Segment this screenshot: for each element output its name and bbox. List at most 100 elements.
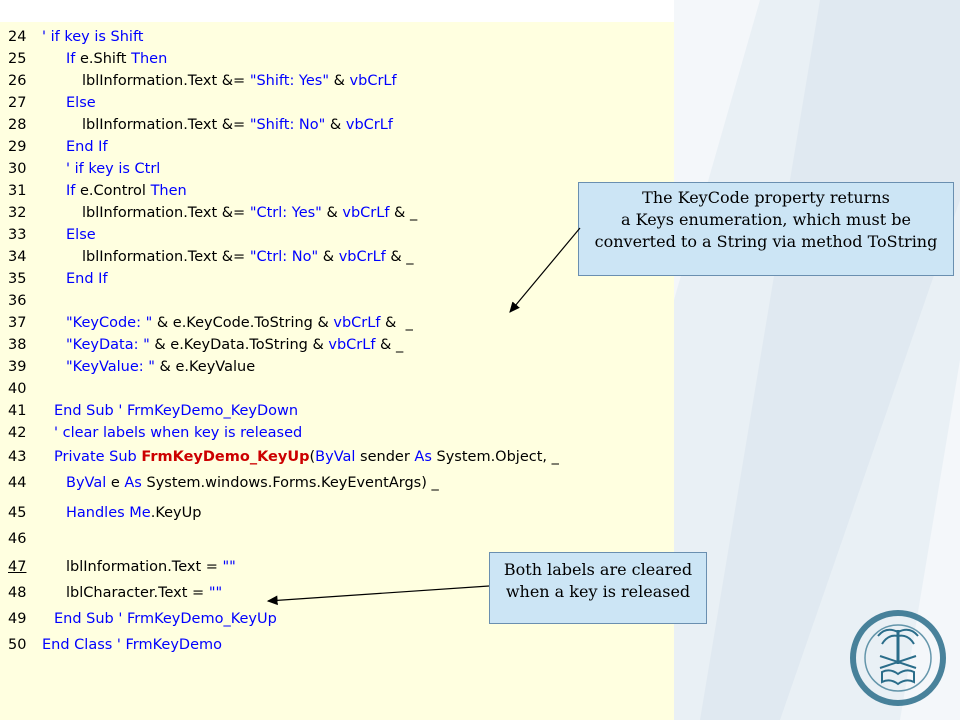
code-token: ByVal [315, 449, 356, 465]
code-token: FrmKeyDemo_KeyUp [141, 449, 310, 465]
line-number: 24 [8, 29, 27, 45]
code-token: Else [66, 227, 96, 243]
line-number: 30 [8, 161, 27, 177]
code-token: ( [309, 449, 316, 465]
line-number: 45 [8, 505, 27, 521]
code-token: Else [66, 95, 96, 111]
code-token: "" [208, 585, 223, 601]
code-text: lblInformation.Text &= "Shift: Yes" & vb… [82, 73, 397, 89]
code-token: e.Shift [75, 51, 132, 67]
labels-cleared-callout: Both labels are cleared when a key is re… [489, 552, 707, 624]
code-token: System.Object, _ [431, 449, 559, 465]
code-line: 46 [8, 528, 42, 550]
code-token: ' FrmKeyDemo [112, 637, 223, 653]
code-token: & e.KeyCode.ToString & [152, 315, 334, 331]
callout-line: when a key is released [505, 582, 691, 601]
code-token: "Ctrl: Yes" [249, 205, 322, 221]
code-line: 30 ' if key is Ctrl [8, 158, 160, 180]
line-number: 41 [8, 403, 27, 419]
code-token: vbCrLf [333, 315, 381, 331]
code-line: 45 Handles Me.KeyUp [8, 502, 201, 524]
line-number: 43 [8, 449, 27, 465]
code-line: 33 Else [8, 224, 96, 246]
code-line: 24 ' if key is Shift [8, 26, 143, 48]
code-token: lblInformation.Text &= [82, 205, 250, 221]
line-number: 33 [8, 227, 27, 243]
line-number: 46 [8, 531, 27, 547]
code-token: "KeyValue: " [66, 359, 155, 375]
code-token: If [66, 51, 76, 67]
code-token: ' clear labels when key is released [54, 425, 303, 441]
code-token: e [106, 475, 125, 491]
code-line: 44 ByVal e As System.windows.Forms.KeyEve… [8, 472, 439, 494]
code-token: & _ [389, 205, 418, 221]
code-token: vbCrLf [342, 205, 390, 221]
code-token: lblInformation.Text &= [82, 73, 250, 89]
code-line: 50 End Class ' FrmKeyDemo [8, 634, 222, 656]
code-text: "KeyCode: " & e.KeyCode.ToString & vbCrL… [66, 315, 413, 331]
callout-line: The KeyCode property returns [642, 188, 890, 207]
code-text: End If [66, 271, 108, 287]
line-number: 25 [8, 51, 27, 67]
callout-line: Both labels are cleared [503, 560, 693, 579]
line-number: 39 [8, 359, 27, 375]
line-number: 32 [8, 205, 27, 221]
line-number: 48 [8, 585, 27, 601]
code-line: 42' clear labels when key is released [8, 422, 302, 444]
code-line: 38"KeyData: " & e.KeyData.ToString & vbC… [8, 334, 403, 356]
line-number: 49 [8, 611, 27, 627]
code-token: End Class [42, 637, 113, 653]
code-token: & [318, 249, 339, 265]
code-text: lblCharacter.Text = "" [66, 585, 222, 601]
code-text: End Sub ' FrmKeyDemo_KeyDown [54, 403, 298, 419]
code-line: 34 lblInformation.Text &= "Ctrl: No" & vb… [8, 246, 414, 268]
code-token: lblInformation.Text &= [82, 117, 250, 133]
line-number: 37 [8, 315, 27, 331]
code-text: Else [66, 227, 96, 243]
code-token: & [329, 73, 350, 89]
code-token: ' FrmKeyDemo_KeyUp [113, 611, 277, 627]
code-token: Handles Me [66, 505, 151, 521]
code-text: lblInformation.Text &= "Ctrl: No" & vbCr… [82, 249, 414, 265]
code-text: lblInformation.Text = "" [66, 559, 236, 575]
code-text: lblInformation.Text &= "Ctrl: Yes" & vbC… [82, 205, 417, 221]
code-token: If [66, 183, 76, 199]
line-number: 36 [8, 293, 27, 309]
line-number: 50 [8, 637, 27, 653]
code-line: 48 lblCharacter.Text = "" [8, 582, 222, 604]
line-number: 44 [8, 475, 27, 491]
line-number: 29 [8, 139, 27, 155]
code-text: ' clear labels when key is released [54, 425, 302, 441]
code-token: "Shift: No" [249, 117, 326, 133]
code-token: & [321, 205, 343, 221]
code-token: & e.KeyValue [154, 359, 256, 375]
code-text: ' if key is Shift [42, 29, 143, 45]
code-token: sender [355, 449, 415, 465]
code-text: "KeyData: " & e.KeyData.ToString & vbCrL… [66, 337, 403, 353]
code-line: 39 "KeyValue: " & e.KeyValue [8, 356, 255, 378]
code-line: 37 "KeyCode: " & e.KeyCode.ToString & vbC… [8, 312, 413, 334]
code-token: "Ctrl: No" [249, 249, 319, 265]
code-token: & _ [375, 337, 404, 353]
code-token: lblInformation.Text = [66, 559, 223, 575]
line-number: 31 [8, 183, 27, 199]
code-token: & _ [385, 249, 414, 265]
code-text: ByVal e As System.windows.Forms.KeyEvent… [66, 475, 439, 491]
code-token: .KeyUp [150, 505, 202, 521]
code-text: ' if key is Ctrl [66, 161, 160, 177]
code-line: 40 [8, 378, 42, 400]
code-token: & e.KeyData.ToString & [149, 337, 329, 353]
code-token: "KeyData: " [66, 337, 150, 353]
code-token: ' if key is Ctrl [66, 161, 161, 177]
code-token: End Sub [54, 403, 114, 419]
code-text: Handles Me.KeyUp [66, 505, 201, 521]
line-number: 34 [8, 249, 27, 265]
callout-line: converted to a String via method ToStrin… [594, 232, 938, 251]
code-token: lblInformation.Text &= [82, 249, 250, 265]
